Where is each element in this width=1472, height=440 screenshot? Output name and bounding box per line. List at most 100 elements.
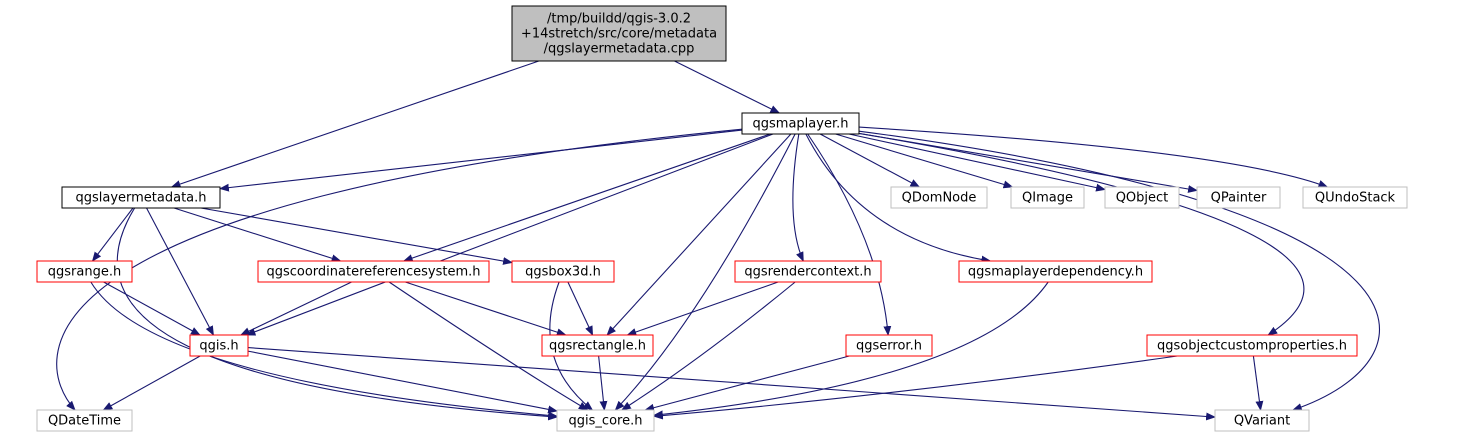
node-label: /tmp/buildd/qgis-3.0.2 [547, 12, 691, 27]
node-qgis[interactable]: qgis.h [189, 334, 249, 357]
node-qdatetime[interactable]: QDateTime [36, 409, 133, 432]
edge-line [819, 133, 921, 188]
edge-root-to-qgslayermetadata [170, 60, 540, 188]
edge-line [219, 129, 743, 192]
edge-qgsrange-to-qgis [103, 281, 201, 336]
edge-line [173, 207, 342, 263]
edge-qgslayermetadata-to-qgsrange [91, 207, 134, 262]
node-qgslayermetadata[interactable]: qgslayermetadata.h [61, 186, 221, 209]
edge-line [247, 347, 1216, 421]
node-root[interactable]: /tmp/buildd/qgis-3.0.2+14stretch/src/cor… [511, 5, 727, 62]
node-box[interactable] [511, 260, 615, 283]
node-label: qgsmaplayerdependency.h [968, 265, 1143, 280]
node-label: qgsobjectcustomproperties.h [1157, 339, 1347, 354]
edge-qgsmaplayer-to-qgis_core [614, 133, 796, 411]
edge-qgslayermetadata-to-qgsbox3d [200, 207, 513, 265]
edge-line [606, 133, 792, 336]
edge-line [388, 281, 589, 411]
node-qgsrectangle[interactable]: qgsrectangle.h [541, 334, 654, 357]
node-label: QVariant [1234, 414, 1290, 429]
edge-line [858, 132, 1305, 336]
edge-qgsrange-to-qgis_core [90, 281, 558, 420]
node-box[interactable] [36, 409, 133, 432]
node-box[interactable] [1010, 186, 1085, 209]
node-qobject[interactable]: QObject [1104, 186, 1180, 209]
node-qgscrs[interactable]: qgscoordinatereferencesystem.h [257, 260, 490, 283]
edge-qgserror-to-qgis_core [644, 355, 850, 412]
edge-qgsobjectcustomproperties-to-qvariant [1252, 355, 1264, 411]
edge-qgsrectangle-to-qgis_core [598, 355, 608, 411]
edge-qgscrs-to-qgis_core [388, 281, 589, 411]
node-qundostack[interactable]: QUndoStack [1302, 186, 1408, 209]
node-label: qgsrendercontext.h [744, 265, 871, 280]
edge-qgsmaplayer-to-qgsmaplayerdependency [805, 133, 992, 264]
edge-line [1252, 355, 1264, 411]
node-box[interactable] [61, 186, 221, 209]
edge-line [807, 133, 892, 336]
node-label: qgis.h [199, 339, 238, 354]
edge-qgsmaplayerdependency-to-qgis_core [653, 281, 1049, 419]
edge-line [91, 207, 134, 262]
node-qgsbox3d[interactable]: qgsbox3d.h [511, 260, 615, 283]
node-qvariant[interactable]: QVariant [1214, 409, 1310, 432]
node-box[interactable] [890, 186, 988, 209]
node-box[interactable] [845, 334, 933, 357]
edge-line [598, 355, 608, 411]
edge-line [835, 133, 1014, 189]
node-box[interactable] [511, 5, 727, 62]
edge-qgsmaplayer-to-qundostack [858, 126, 1329, 188]
node-qgsobjectcustomproperties[interactable]: qgsobjectcustomproperties.h [1146, 334, 1358, 357]
node-qgsrendercontext[interactable]: qgsrendercontext.h [734, 260, 882, 283]
edge-qgsmaplayer-to-qgscrs [402, 133, 771, 262]
node-label: qgslayermetadata.h [75, 191, 206, 206]
edge-qgsmaplayer-to-qvariant [858, 130, 1380, 411]
node-box[interactable] [556, 409, 655, 432]
edge-line [614, 133, 796, 411]
node-box[interactable] [1146, 334, 1358, 357]
edge-qgsmaplayer-to-qimage [835, 133, 1014, 189]
node-label: qgserror.h [856, 339, 922, 354]
edge-qgsbox3d-to-qgsrectangle [567, 281, 594, 336]
node-box[interactable] [741, 112, 860, 135]
edge-line [170, 60, 540, 188]
node-qgsmaplayerdependency[interactable]: qgsmaplayerdependency.h [958, 260, 1153, 283]
node-box[interactable] [541, 334, 654, 357]
node-label: QObject [1116, 191, 1169, 206]
node-qgis_core[interactable]: qgis_core.h [556, 409, 655, 432]
node-box[interactable] [734, 260, 882, 283]
node-box[interactable] [36, 260, 133, 283]
node-label: qgsbox3d.h [525, 265, 601, 280]
node-qdomnode[interactable]: QDomNode [890, 186, 988, 209]
node-label: qgsmaplayer.h [753, 117, 849, 132]
nodes-layer: /tmp/buildd/qgis-3.0.2+14stretch/src/cor… [36, 5, 1408, 432]
node-box[interactable] [1214, 409, 1310, 432]
node-qgsrange[interactable]: qgsrange.h [36, 260, 133, 283]
node-qpainter[interactable]: QPainter [1196, 186, 1281, 209]
edge-line [146, 207, 214, 336]
node-box[interactable] [257, 260, 490, 283]
edge-qgscrs-to-qgsrectangle [405, 281, 567, 336]
node-box[interactable] [1104, 186, 1180, 209]
node-label: qgis_core.h [569, 414, 643, 429]
node-label: /qgslayermetadata.cpp [544, 42, 695, 57]
node-box[interactable] [189, 334, 249, 357]
node-box[interactable] [1302, 186, 1408, 209]
node-qgserror[interactable]: qgserror.h [845, 334, 933, 357]
edge-line [240, 281, 352, 336]
node-label: +14stretch/src/core/metadata [521, 27, 717, 42]
edge-qgis-to-qvariant [247, 347, 1216, 421]
node-label: qgscoordinatereferencesystem.h [266, 265, 480, 280]
edge-line [653, 281, 1049, 419]
edge-line [245, 133, 774, 336]
edge-line [90, 281, 558, 420]
node-label: QUndoStack [1315, 191, 1396, 206]
node-box[interactable] [958, 260, 1153, 283]
node-qgsmaplayer[interactable]: qgsmaplayer.h [741, 112, 860, 135]
edge-line [621, 281, 796, 411]
node-box[interactable] [1196, 186, 1281, 209]
edge-qgsrendercontext-to-qgis_core [621, 281, 796, 411]
node-qimage[interactable]: QImage [1010, 186, 1085, 209]
edge-line [200, 207, 513, 265]
edge-qgsmaplayer-to-qdomnode [819, 133, 921, 188]
